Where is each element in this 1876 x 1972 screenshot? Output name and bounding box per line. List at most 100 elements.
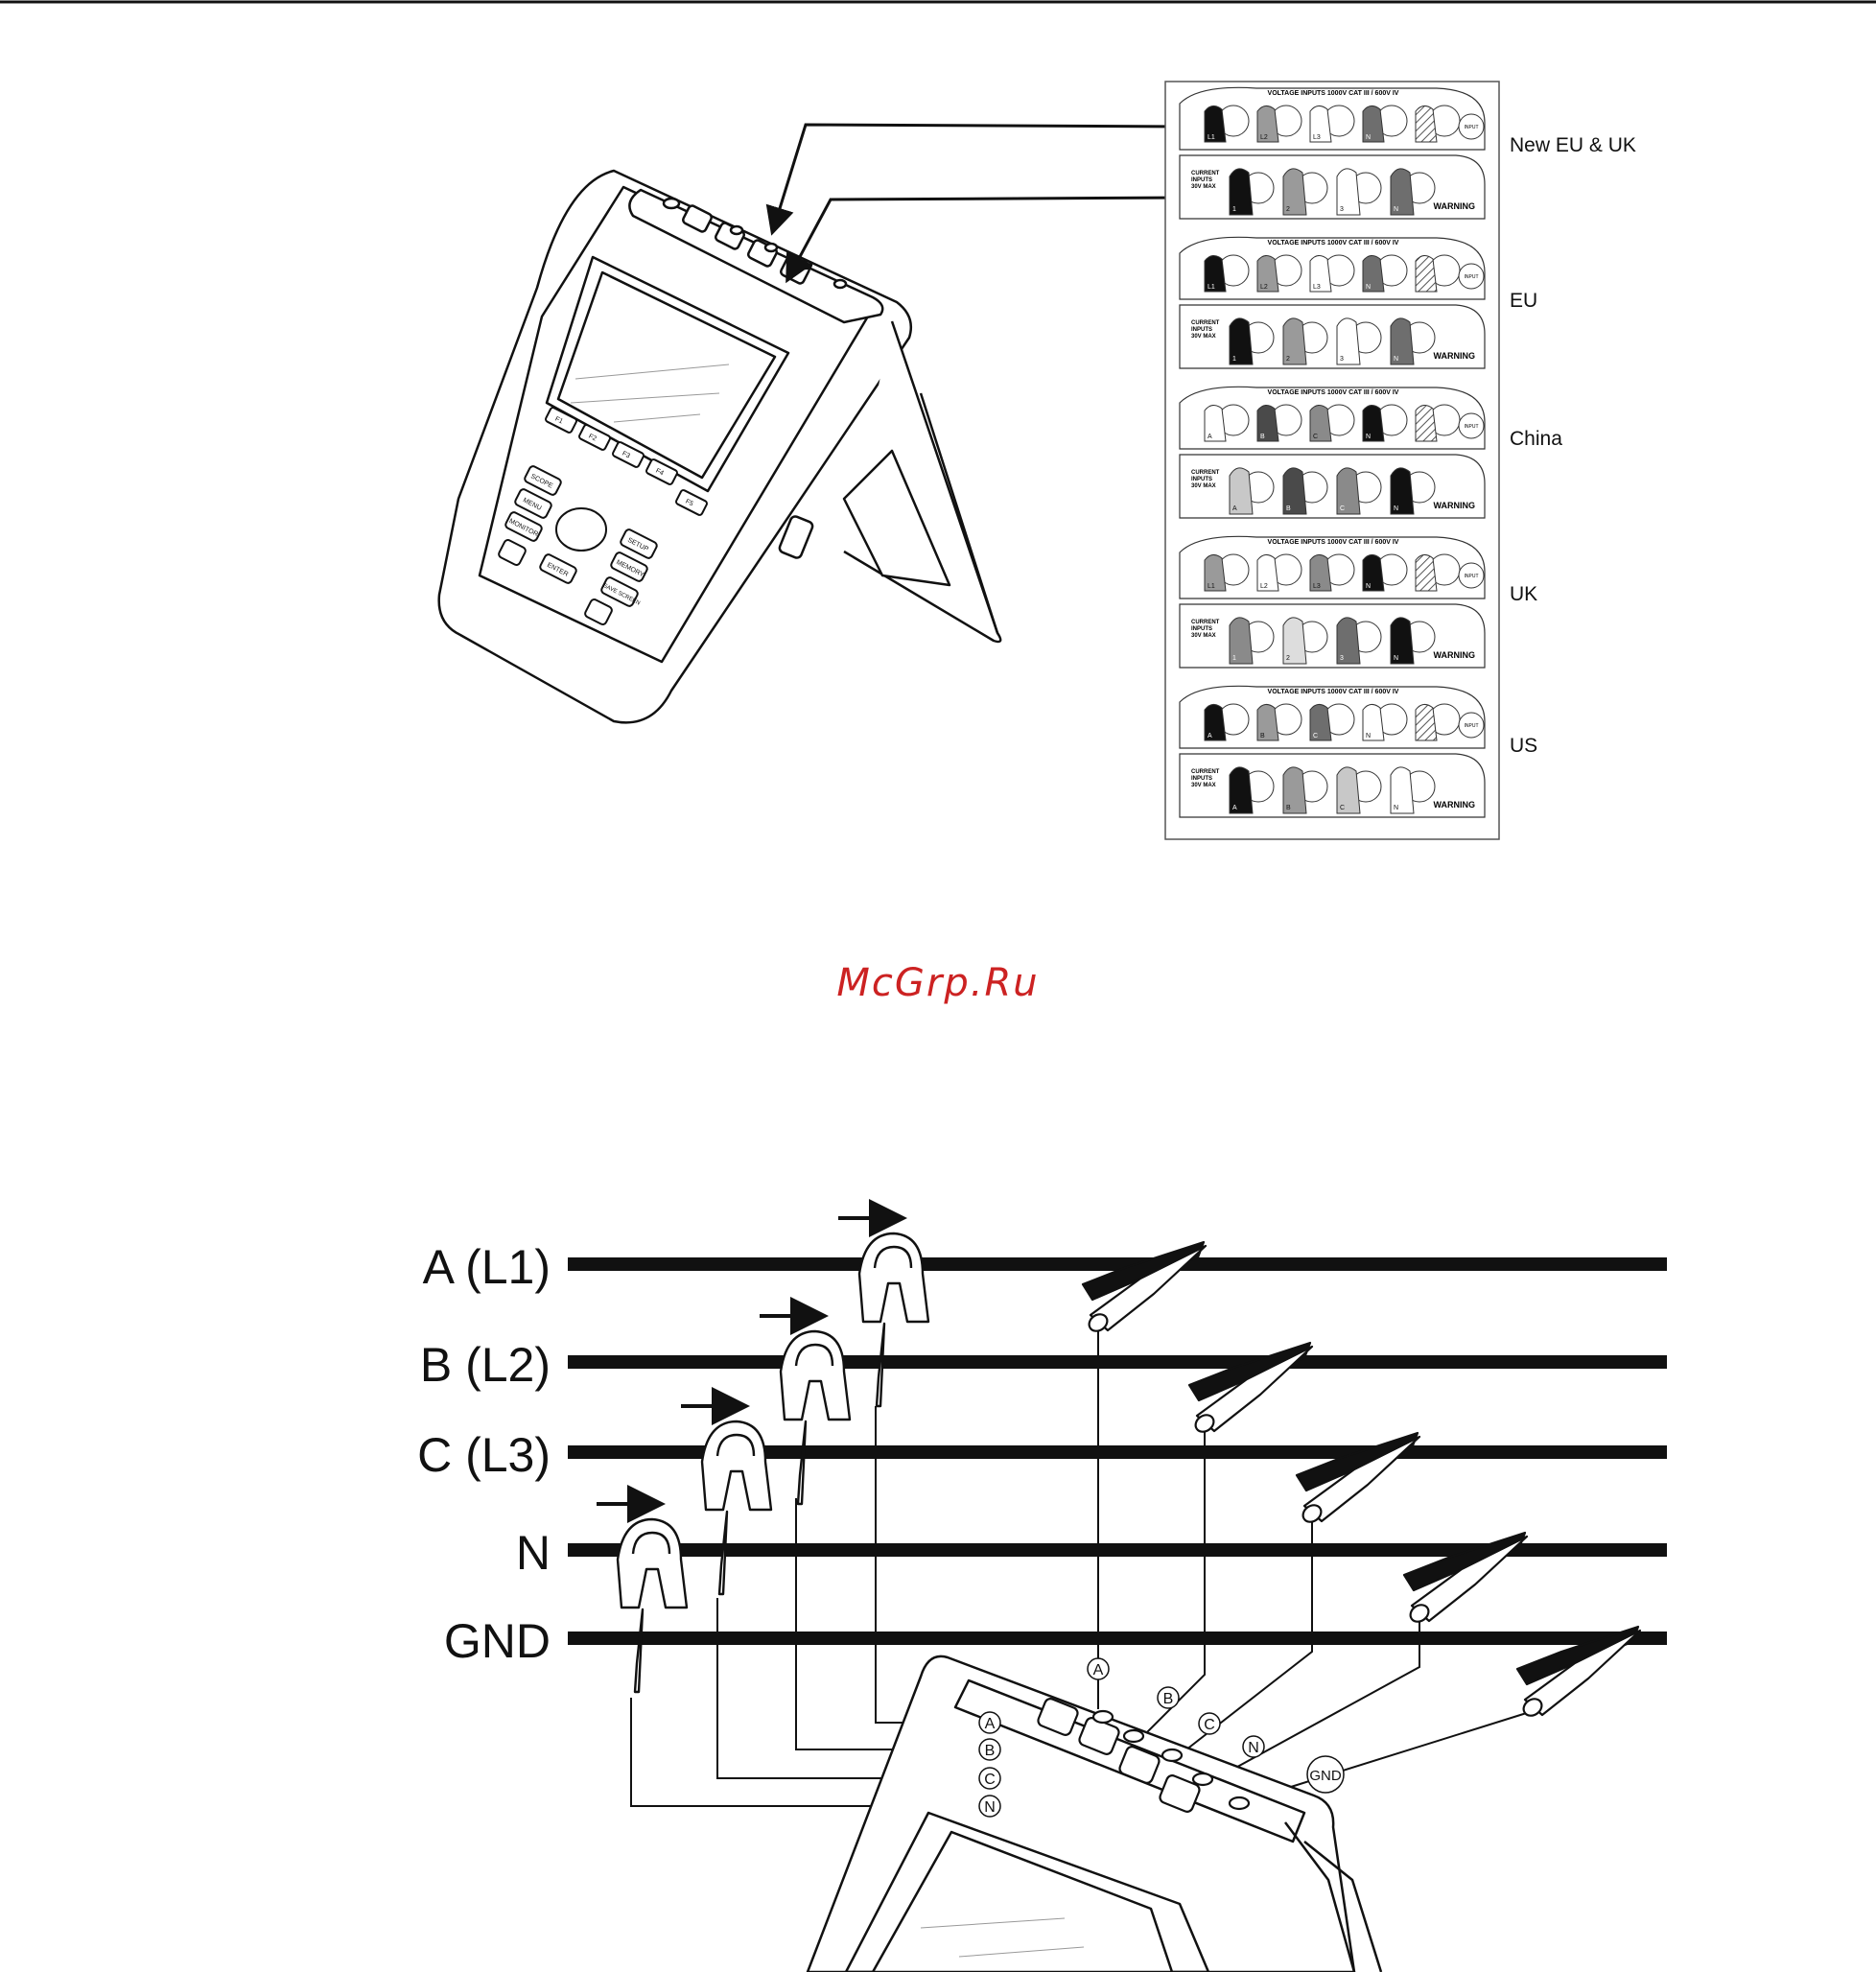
voltage-tag: [1242, 1735, 1265, 1758]
voltage-terminal-label: L1: [1208, 134, 1215, 141]
voltage-terminal: [1362, 405, 1385, 442]
wire: [1244, 1710, 1534, 1802]
current-tag: [978, 1767, 1001, 1790]
f-key-label-2: F2: [587, 433, 598, 442]
input-badge: [1458, 113, 1485, 140]
current-terminal-label: N: [1394, 805, 1398, 811]
voltage-terminal: [1256, 405, 1279, 442]
voltage-terminal: [1204, 554, 1227, 592]
clip-jaw-dark: [1295, 1431, 1419, 1492]
clamp-handle: [875, 1322, 886, 1408]
variant-eu: VOLTAGE INPUTS 1000V CAT III / 600V IVL1…: [1179, 236, 1537, 369]
current-terminal: [1336, 467, 1361, 515]
voltage-terminal: [1256, 106, 1279, 143]
current-header-line: CURRENT: [1191, 470, 1220, 476]
voltage-terminal: [1309, 255, 1332, 293]
current-header-line: INPUTS: [1191, 177, 1212, 183]
voltage-terminal-label: A: [1208, 733, 1212, 740]
clip-socket: [1409, 1604, 1430, 1623]
voltage-terminal: [1204, 106, 1227, 143]
current-header-line: INPUTS: [1191, 776, 1212, 782]
current-header-line: INPUTS: [1191, 626, 1212, 632]
voltage-tag-label: GND: [1309, 1768, 1342, 1784]
voltage-terminal-label: L3: [1313, 134, 1321, 141]
voltage-terminal-label: B: [1260, 733, 1265, 740]
current-tag-label: A: [985, 1716, 996, 1732]
current-tag-label: B: [985, 1743, 996, 1759]
voltage-terminal-label: N: [1366, 284, 1371, 291]
bus-label: GND: [444, 1614, 551, 1668]
voltage-terminal-label: N: [1366, 434, 1371, 440]
bus-label: A (L1): [423, 1240, 551, 1294]
voltage-terminal: [1362, 255, 1385, 293]
voltage-terminal: [1415, 704, 1438, 741]
current-header-line: INPUTS: [1191, 477, 1212, 482]
warning-label: WARNING: [1434, 351, 1476, 361]
voltage-clip: [1187, 1341, 1314, 1433]
region-label: New EU & UK: [1510, 134, 1636, 156]
current-terminal-label: B: [1286, 805, 1291, 811]
voltage-clip: [1081, 1240, 1208, 1332]
current-terminal-label: N: [1394, 356, 1398, 363]
clamp-handle: [717, 1510, 729, 1596]
clamp-opening: [794, 1343, 834, 1367]
bus-label: N: [516, 1526, 551, 1580]
voltage-clip: [1402, 1531, 1529, 1623]
clamp-opening: [631, 1531, 671, 1555]
clip-jaw-dark: [1515, 1625, 1640, 1686]
bus-label: B (L2): [420, 1338, 551, 1392]
wire: [1181, 1517, 1313, 1754]
clamp-handle: [796, 1420, 808, 1506]
current-terminal-label: C: [1340, 505, 1345, 512]
voltage-terminal: [1204, 255, 1227, 293]
warning-label: WARNING: [1434, 201, 1476, 211]
current-terminal-label: 3: [1340, 206, 1344, 213]
current-terminal: [1390, 766, 1415, 814]
clip-socket: [1301, 1504, 1323, 1523]
clip-socket: [1194, 1414, 1215, 1433]
clip-socket: [1522, 1698, 1543, 1717]
current-terminal: [1229, 766, 1254, 814]
current-header-line: 30V MAX: [1191, 633, 1216, 639]
voltage-terminal-label: L2: [1260, 134, 1268, 141]
current-header-line: CURRENT: [1191, 620, 1220, 625]
current-terminal: [1390, 317, 1415, 365]
current-terminal-label: 2: [1286, 655, 1290, 662]
current-clamp: [838, 1199, 930, 1408]
current-tag-label: C: [984, 1772, 996, 1788]
voltage-tag: [1087, 1657, 1110, 1680]
voltage-tag-label: B: [1163, 1691, 1174, 1707]
input-badge-label: INPUT: [1465, 574, 1479, 579]
voltage-clip: [1515, 1625, 1642, 1717]
voltage-terminal: [1415, 255, 1438, 293]
current-terminal: [1336, 617, 1361, 665]
current-tag-label: N: [984, 1799, 996, 1816]
variant-uk: VOLTAGE INPUTS 1000V CAT III / 600V IVL1…: [1179, 535, 1537, 669]
f-key-label-3: F3: [621, 450, 631, 459]
warning-label: WARNING: [1434, 800, 1476, 810]
clamp-handle: [633, 1608, 645, 1694]
current-terminal-label: A: [1232, 805, 1237, 811]
current-terminal: [1229, 168, 1254, 216]
current-clamp: [681, 1387, 773, 1596]
current-header-line: INPUTS: [1191, 327, 1212, 333]
voltage-terminal: [1415, 106, 1438, 143]
instrument-illustration: [437, 169, 1002, 724]
current-terminal-label: 1: [1232, 206, 1236, 213]
current-clamps: [597, 1199, 930, 1694]
current-header-line: 30V MAX: [1191, 334, 1216, 340]
current-header-line: 30V MAX: [1191, 483, 1216, 489]
wire: [1219, 1617, 1420, 1777]
voltage-clips: [1081, 1240, 1642, 1717]
current-terminal-label: 3: [1340, 356, 1344, 363]
warning-label: WARNING: [1434, 501, 1476, 510]
current-terminal: [1229, 617, 1254, 665]
voltage-header: VOLTAGE INPUTS 1000V CAT III / 600V IV: [1268, 90, 1399, 97]
voltage-terminal: [1204, 405, 1227, 442]
voltage-terminal-label: L2: [1260, 583, 1268, 590]
bus-label: C (L3): [417, 1428, 551, 1482]
current-terminal-label: 1: [1232, 356, 1236, 363]
